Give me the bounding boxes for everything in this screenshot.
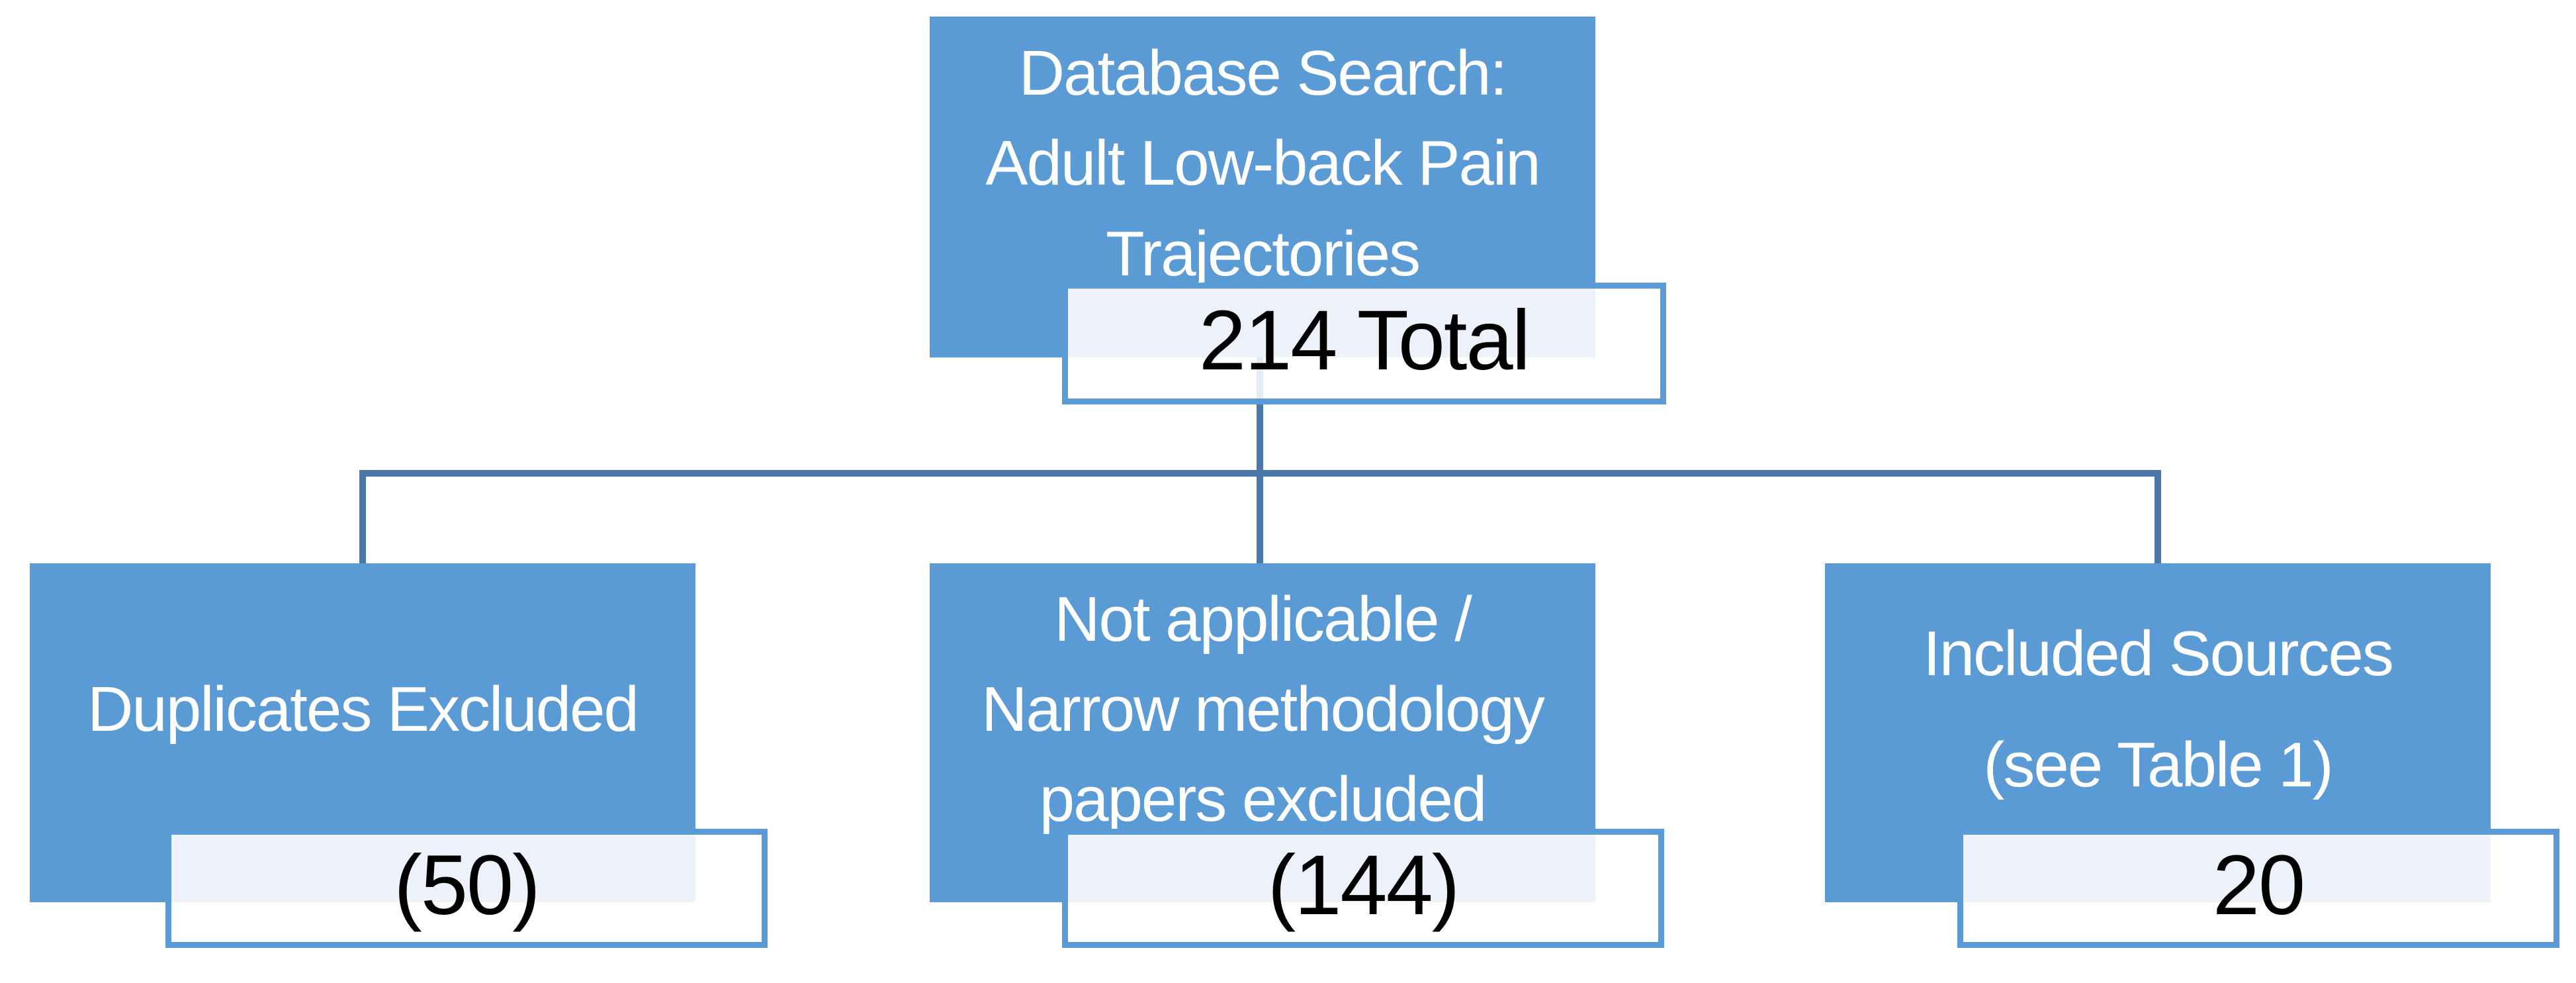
- node-included-sources-value-box: 20: [1957, 829, 2559, 948]
- value-box-overlap-tint: [1068, 835, 1595, 902]
- node-included-sources-value: 20: [2212, 838, 2305, 933]
- connector-seen-through-value-box: [1257, 357, 1263, 398]
- node-not-applicable-label: Not applicable / Narrow methodology pape…: [981, 583, 1545, 835]
- connector-drop-left: [359, 470, 366, 563]
- connector-drop-right: [2154, 470, 2161, 563]
- connector-root-stem: [1257, 403, 1263, 476]
- node-included-sources-label: Included Sources (see Table 1): [1923, 618, 2394, 800]
- node-duplicates-excluded-value: (50): [394, 838, 541, 933]
- node-not-applicable-value-box: (144): [1062, 829, 1664, 948]
- connector-drop-middle: [1257, 470, 1263, 563]
- node-duplicates-excluded-label: Duplicates Excluded: [87, 673, 639, 745]
- node-database-search-value-box: 214 Total: [1062, 283, 1666, 404]
- value-box-overlap-tint: [1963, 835, 2491, 902]
- value-box-overlap-tint: [171, 835, 695, 902]
- node-database-search-value: 214 Total: [1198, 293, 1531, 388]
- node-database-search-label: Database Search: Adult Low-back Pain Tra…: [985, 38, 1540, 289]
- node-duplicates-excluded-value-box: (50): [165, 829, 768, 948]
- node-not-applicable-value: (144): [1267, 838, 1460, 933]
- value-box-overlap-tint: [1068, 289, 1595, 357]
